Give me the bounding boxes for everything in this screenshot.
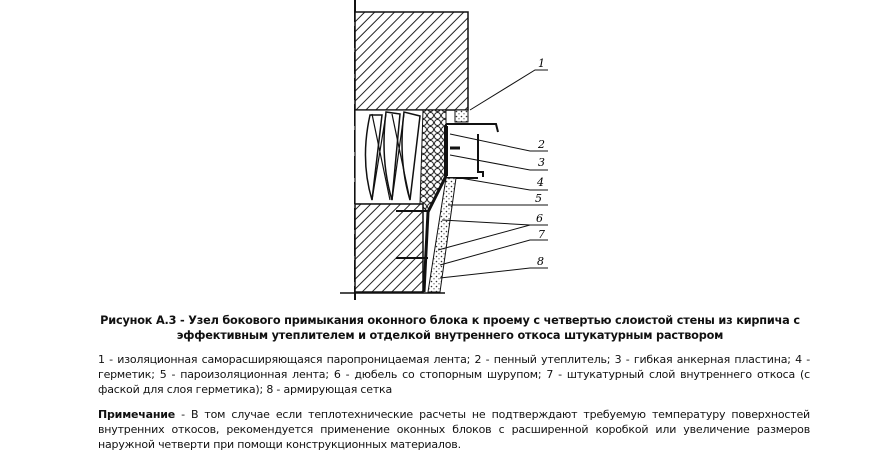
- foam-insulation: [419, 109, 447, 213]
- leader-lines: [437, 69, 548, 279]
- window-frame-profile: [444, 123, 499, 179]
- lower-brick-wall: [354, 203, 424, 293]
- note-paragraph: Примечание - В том случае если теплотехн…: [98, 407, 810, 452]
- sealing-tape: [454, 109, 469, 123]
- insulation-layer: [354, 109, 428, 205]
- callout-7: 7: [538, 228, 545, 241]
- callout-6: 6: [536, 212, 543, 225]
- plaster-layer: [427, 177, 457, 293]
- figure-legend: 1 - изоляционная саморасширяющаяся пароп…: [98, 353, 810, 396]
- callout-5: 5: [535, 192, 542, 205]
- callout-4: 4: [536, 176, 544, 189]
- callout-2: 2: [537, 138, 545, 151]
- upper-brick-wall: [354, 11, 469, 111]
- note-title: Примечание: [98, 408, 175, 421]
- window-junction-drawing: 1 2 3 4 5 6 7 8: [340, 0, 548, 300]
- callout-3: 3: [538, 156, 545, 169]
- figure-caption: Рисунок А.3 - Узел бокового примыкания о…: [100, 314, 800, 342]
- dowels: [396, 210, 428, 259]
- callout-1: 1: [538, 57, 545, 70]
- note-text: - В том случае если теплотехнические рас…: [98, 408, 810, 451]
- callout-8: 8: [537, 255, 544, 268]
